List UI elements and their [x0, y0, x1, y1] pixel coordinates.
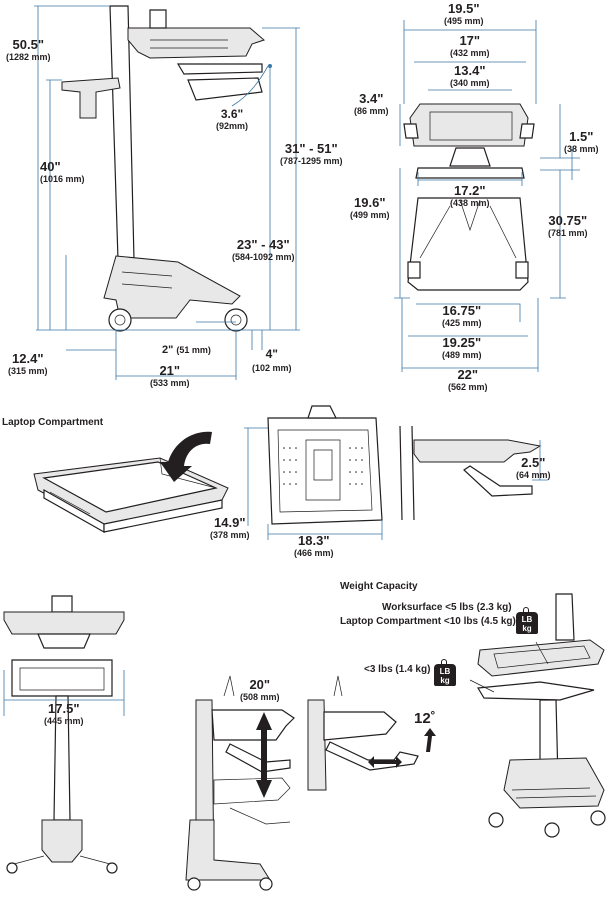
side-view-drawing — [34, 5, 300, 380]
compartment-iso-drawing — [33, 431, 229, 534]
dim-compartment-width: 18.3" (466 mm) — [294, 533, 334, 558]
weight-keyboard: <3 lbs (1.4 kg) — [364, 664, 431, 675]
dim-front-offset: 12.4" (315 mm) — [8, 351, 48, 376]
dim-handle-height: 40" (1016 mm) — [40, 159, 85, 184]
double-arrow-icon — [256, 712, 272, 798]
dim-rear-width: 17.5" (445 mm) — [44, 701, 84, 726]
dim-overall-depth: 30.75" (781 mm) — [548, 213, 588, 238]
weight-compartment: Laptop Compartment <10 lbs (4.5 kg) — [340, 616, 516, 627]
weight-icon-bottom-label-2: kg — [440, 676, 450, 685]
dim-base-inner: 16.75" (425 mm) — [442, 303, 482, 328]
weight-icon: LB kg — [516, 607, 538, 634]
dim-tray-width: 17.2" (438 mm) — [450, 183, 490, 208]
section-title-laptop-compartment: Laptop Compartment — [2, 417, 104, 428]
tilt-arrow-icon — [424, 728, 436, 752]
dim-wheel-offset: 2" (51 mm) — [162, 344, 211, 356]
dim-total-height: 50.5" (1282 mm) — [6, 37, 51, 62]
dim-keyboard-range: 23" - 43" (584-1092 mm) — [232, 237, 295, 262]
compartment-top-drawing — [244, 405, 383, 540]
front-view-drawing — [394, 20, 580, 372]
dim-width-13-4: 13.4" (340 mm) — [450, 63, 490, 88]
adjust-drawing — [185, 675, 436, 891]
double-arrow-icon-2 — [368, 756, 402, 768]
dim-tilt: 12˚ — [414, 710, 436, 727]
dim-tray-thickness: 1.5" (38 mm) — [564, 129, 599, 154]
dim-rim-height: 3.4" (86 mm) — [354, 91, 389, 116]
weight-icon-keyboard: LB kg — [434, 659, 456, 686]
dim-worksurface-range: 31" - 51" (787-1295 mm) — [280, 141, 343, 166]
compartment-side-drawing — [399, 425, 548, 521]
dim-base-mid: 19.25" (489 mm) — [442, 335, 482, 360]
weight-cart-drawing — [469, 593, 606, 838]
weight-icon-bottom-label: kg — [522, 624, 532, 633]
dim-compartment-drop: 2.5" (64 mm) — [516, 455, 551, 480]
dim-column-height: 19.6" (499 mm) — [350, 195, 390, 220]
curved-arrow-icon — [160, 431, 212, 482]
dim-tray-drop: 3.6" (92mm) — [216, 107, 249, 131]
dim-travel: 20" (508 mm) — [240, 677, 280, 702]
vent-pattern — [283, 447, 363, 485]
dim-rear-offset: 4" (102 mm) — [252, 347, 292, 373]
dim-width-17: 17" (432 mm) — [450, 33, 490, 58]
dim-base-outer: 22" (562 mm) — [448, 367, 488, 392]
weight-worksurface: Worksurface <5 lbs (2.3 kg) — [382, 602, 512, 613]
weight-icon-top-label: LB — [521, 615, 533, 624]
rear-view-drawing — [3, 595, 125, 874]
dim-outer-width: 19.5" (495 mm) — [444, 1, 484, 26]
dim-base-depth: 21" (533 mm) — [150, 363, 190, 388]
section-title-weight-capacity: Weight Capacity — [340, 581, 418, 592]
weight-icon-top-label-2: LB — [439, 667, 451, 676]
dim-compartment-depth: 14.9" (378 mm) — [210, 515, 250, 540]
